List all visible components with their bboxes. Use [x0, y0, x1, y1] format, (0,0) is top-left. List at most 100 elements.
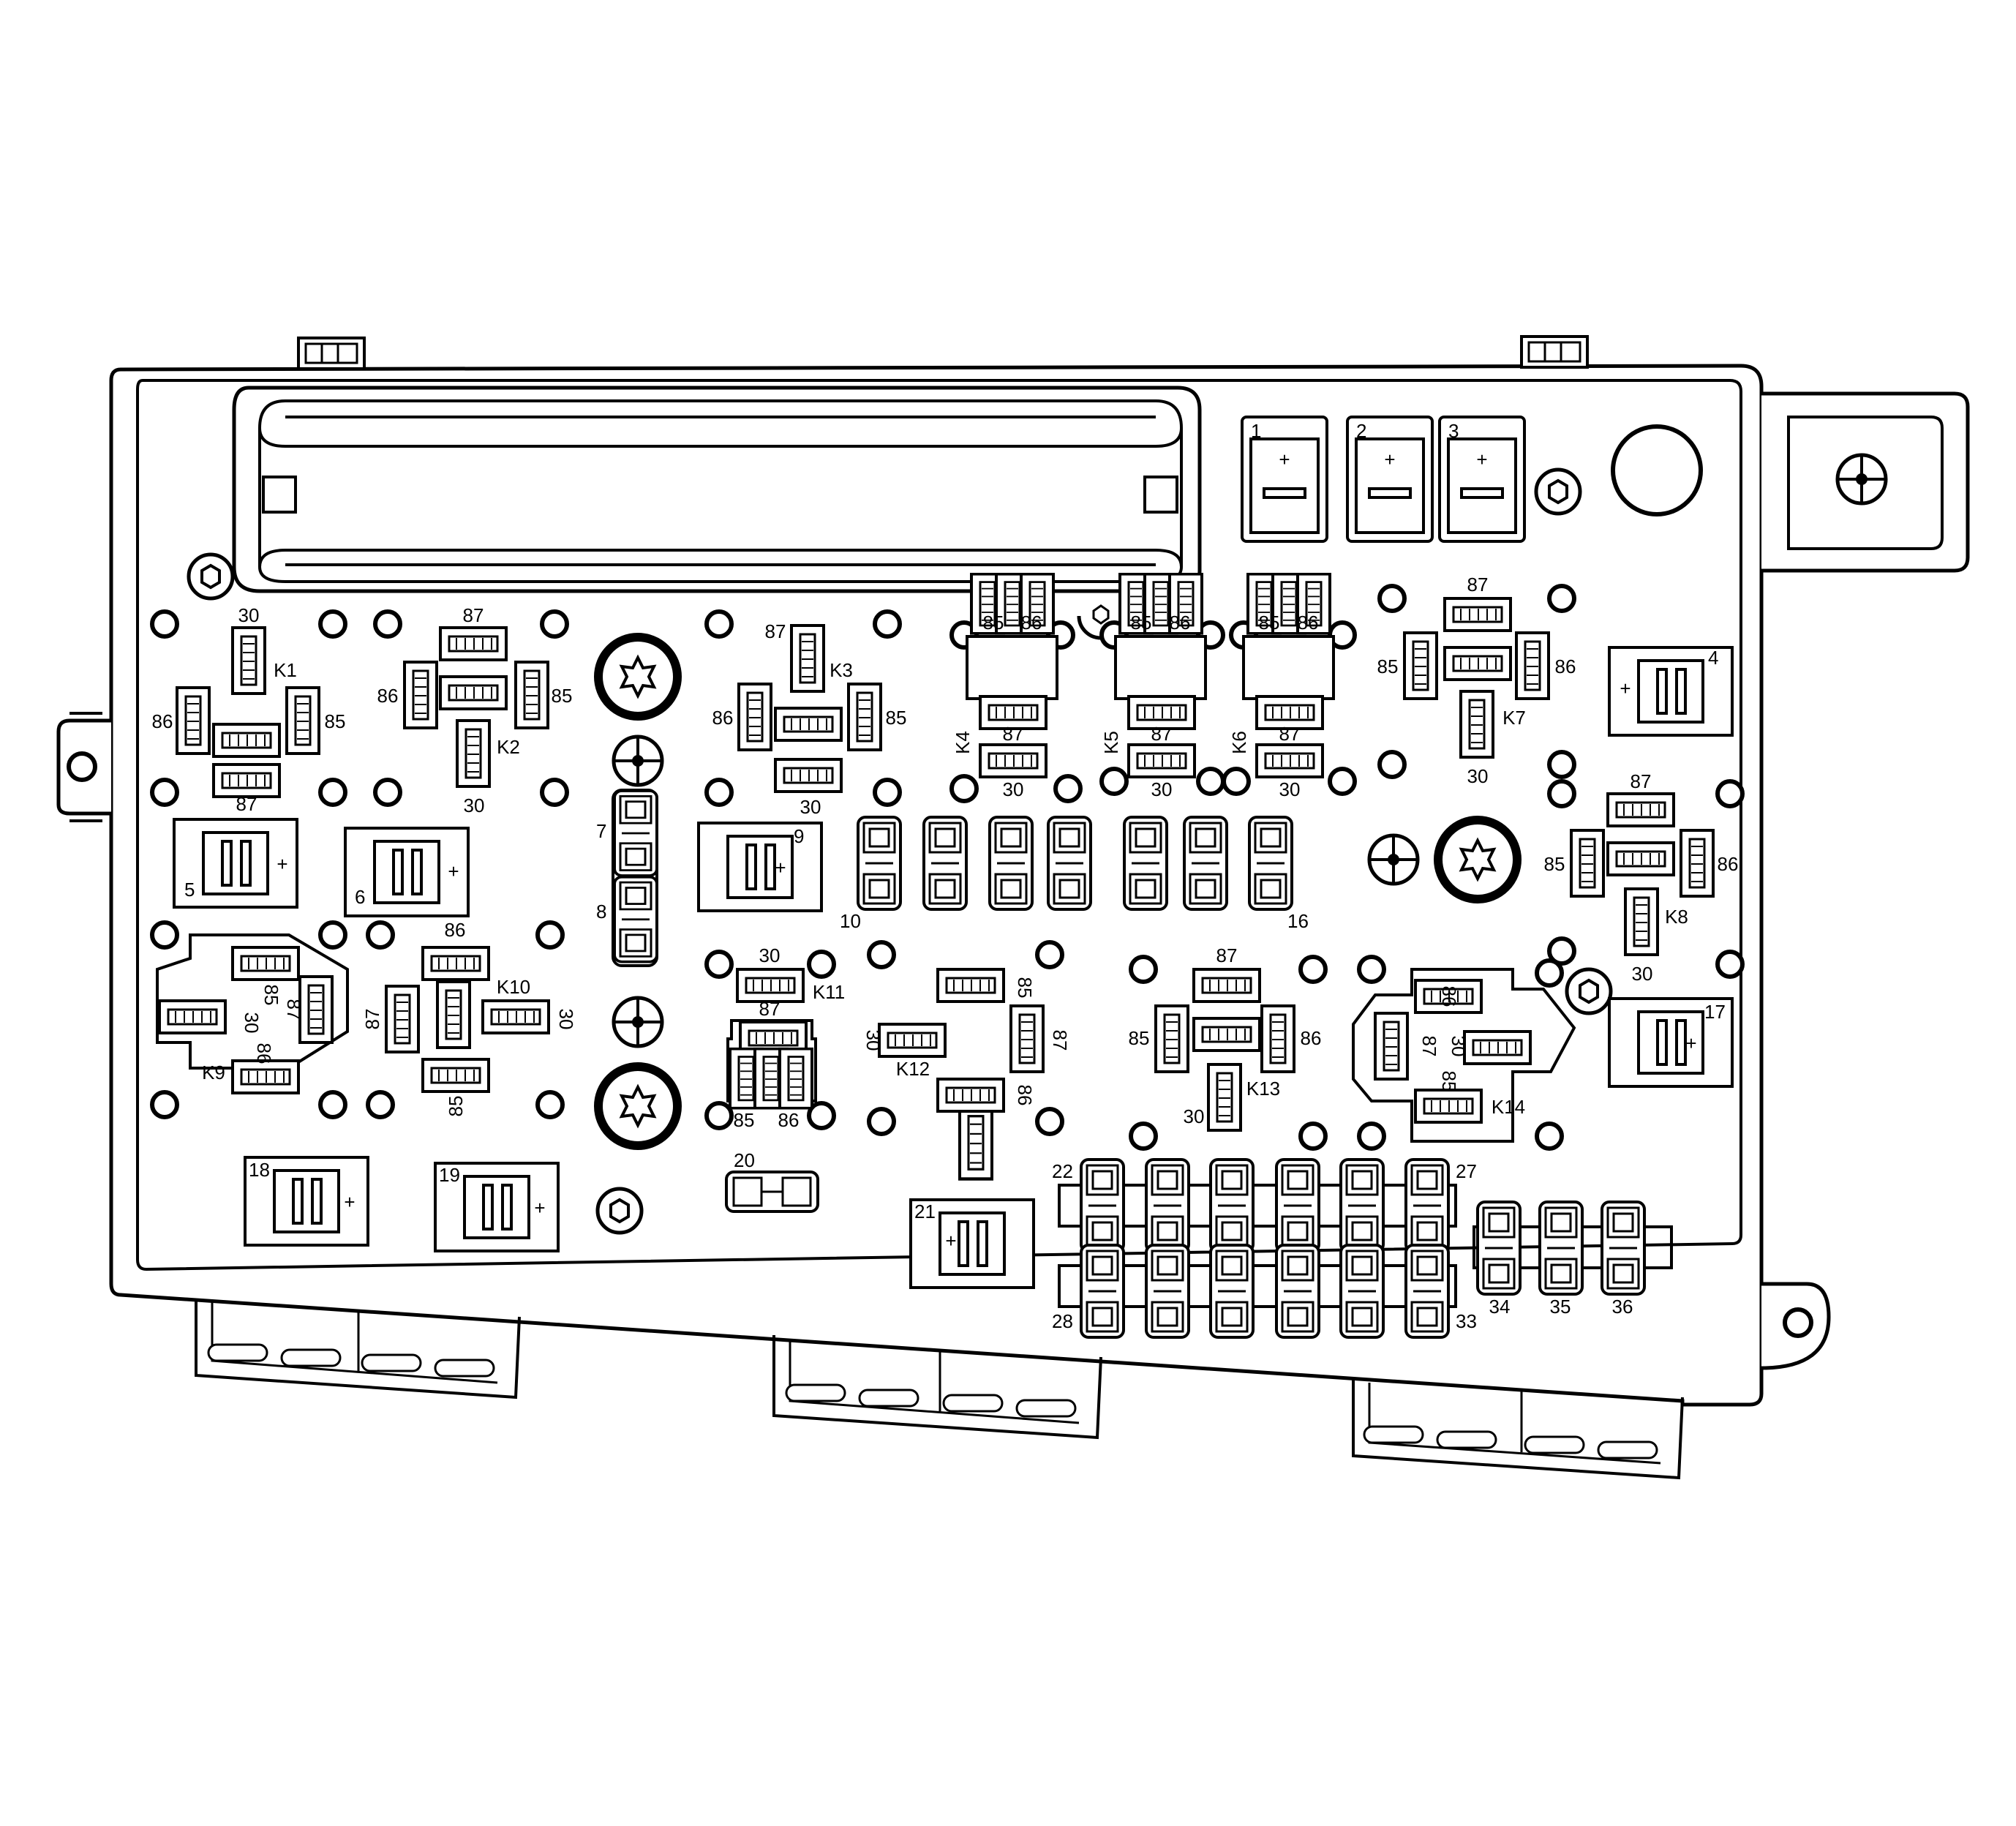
pin-label: 87	[463, 604, 484, 626]
relay-k12[interactable]: 85 30 87 86 K12	[862, 968, 1071, 1179]
fuse-7[interactable]: 7 8	[596, 789, 658, 967]
pin-label: 87	[283, 999, 305, 1021]
pin-label: 87	[1631, 770, 1652, 792]
cross-screw-icon	[1838, 455, 1886, 503]
fuse-20[interactable]: 20	[725, 1149, 819, 1213]
pin-label: 87	[1418, 1036, 1440, 1057]
relay-k13[interactable]: 87 85 86 30 K13	[1129, 944, 1322, 1132]
pin-label: 30	[759, 944, 781, 966]
round-plug	[1611, 424, 1703, 516]
fuse-label: 2	[1356, 420, 1366, 442]
pin-label: 85	[734, 1109, 755, 1131]
fuse-19[interactable]: 19 +	[434, 1162, 560, 1252]
pin-label: 30	[1448, 1036, 1470, 1057]
fuse-label: 18	[249, 1159, 270, 1181]
pin-label: 85	[1129, 1027, 1150, 1049]
fuse-block-34-36[interactable]: 34 35 36	[1472, 1201, 1673, 1318]
plus-symbol: +	[1685, 1032, 1696, 1054]
pin-label: 86	[1170, 612, 1191, 634]
relay-k8[interactable]: 87 85 86 30 K8	[1544, 770, 1739, 985]
relay-k14[interactable]: 86 87 30 85 K14	[1352, 968, 1576, 1143]
pin-label: 87	[361, 1009, 383, 1030]
pin-label: 87	[759, 998, 781, 1020]
fuse-label: 9	[794, 825, 804, 847]
fuse-4[interactable]: 4 +	[1608, 646, 1734, 737]
fuse-3[interactable]: 3 +	[1438, 416, 1526, 543]
relay-label: K2	[497, 736, 520, 758]
plus-symbol: +	[344, 1191, 355, 1213]
fuse-row-10-16[interactable]: 10 16	[840, 816, 1309, 932]
fuse-label: 10	[840, 910, 861, 932]
plus-symbol: +	[448, 860, 459, 882]
plus-symbol: +	[1620, 677, 1631, 699]
fuse-label: 27	[1456, 1160, 1477, 1182]
fuse-17[interactable]: 17 +	[1608, 997, 1734, 1088]
fuse-label: 5	[184, 879, 195, 901]
relay-k4[interactable]: 85 86 87 30 K4	[952, 572, 1058, 800]
fuse-6[interactable]: 6 +	[344, 827, 470, 917]
relay-label: K5	[1100, 731, 1122, 754]
relay-label: K10	[497, 976, 530, 998]
relay-label: K13	[1246, 1078, 1280, 1100]
fuse-label: 36	[1612, 1296, 1633, 1318]
fuse-label: 34	[1489, 1296, 1511, 1318]
relay-k10[interactable]: 86 87 30 85 K10	[361, 919, 577, 1116]
plus-symbol: +	[534, 1197, 545, 1219]
relay-k5[interactable]: 85 86 87 30 K5	[1100, 572, 1207, 800]
fuse-5[interactable]: 5 +	[173, 818, 298, 909]
fuse-21[interactable]: 21 +	[909, 1198, 1035, 1289]
cross-screw-icon	[614, 737, 662, 785]
pin-label: 86	[712, 707, 734, 729]
fuse-label: 20	[734, 1149, 755, 1171]
relay-k3[interactable]: 87 86 85 30 K3	[712, 620, 907, 818]
fuse-label: 35	[1550, 1296, 1571, 1318]
pin-label: 86	[445, 919, 466, 941]
fuse-label: 3	[1448, 420, 1459, 442]
pin-label: 30	[1151, 778, 1173, 800]
relay-k9[interactable]: 85 30 87 86 K9	[156, 933, 349, 1094]
pin-label: 85	[1014, 977, 1036, 999]
pin-label: 30	[238, 604, 260, 626]
fuse-label: 8	[596, 901, 606, 923]
pin-label: 86	[1014, 1085, 1036, 1106]
fuse-label: 1	[1251, 420, 1261, 442]
fuse-label: 4	[1708, 647, 1718, 669]
torx-screw-icon	[1438, 820, 1517, 899]
pin-label: 30	[1467, 765, 1489, 787]
fuse-label: 33	[1456, 1310, 1477, 1332]
pin-label: 85	[445, 1096, 467, 1117]
relay-k2[interactable]: 87 86 85 30 K2	[377, 604, 573, 816]
pin-label: 85	[1259, 612, 1280, 634]
relay-label: K1	[274, 659, 297, 681]
pin-label: 30	[1184, 1105, 1205, 1127]
relay-k11[interactable]: 30 87 85 86 K11	[726, 944, 845, 1131]
fuse-1[interactable]: 1 +	[1241, 416, 1328, 543]
plus-symbol: +	[1476, 448, 1487, 470]
fuse-2[interactable]: 2 +	[1346, 416, 1434, 543]
relay-label: K12	[896, 1058, 930, 1080]
relay-k7[interactable]: 87 85 86 30 K7	[1377, 574, 1576, 787]
hex-screw-icon	[598, 1189, 642, 1233]
relay-k6[interactable]: 85 86 87 30 K6	[1228, 572, 1335, 800]
torx-screw-icon	[598, 637, 677, 716]
pin-label: 85	[1544, 853, 1565, 875]
torx-screw-icon	[598, 1067, 677, 1146]
fuse-label: 21	[914, 1201, 936, 1222]
pin-label: 86	[778, 1109, 800, 1131]
fuse-label: 19	[439, 1164, 460, 1186]
relay-label: K9	[202, 1062, 225, 1083]
pin-label: 87	[765, 620, 786, 642]
fuse-18[interactable]: 18 +	[244, 1156, 369, 1247]
relay-label: K8	[1665, 906, 1688, 928]
plus-symbol: +	[775, 857, 786, 879]
pin-label: 87	[1216, 944, 1238, 966]
fuse-label: 7	[596, 820, 606, 842]
pin-label: 85	[552, 685, 573, 707]
fuse-block-22-33[interactable]: 22 27 28 33	[1052, 1158, 1477, 1339]
pin-label: 30	[1279, 778, 1301, 800]
relay-k1[interactable]: 30 86 85 87 K1	[152, 604, 346, 815]
relay-label: K14	[1492, 1096, 1525, 1118]
fuse-label: 16	[1287, 910, 1309, 932]
fuse-9[interactable]: 9 +	[697, 822, 823, 912]
pin-label: 30	[1003, 778, 1024, 800]
